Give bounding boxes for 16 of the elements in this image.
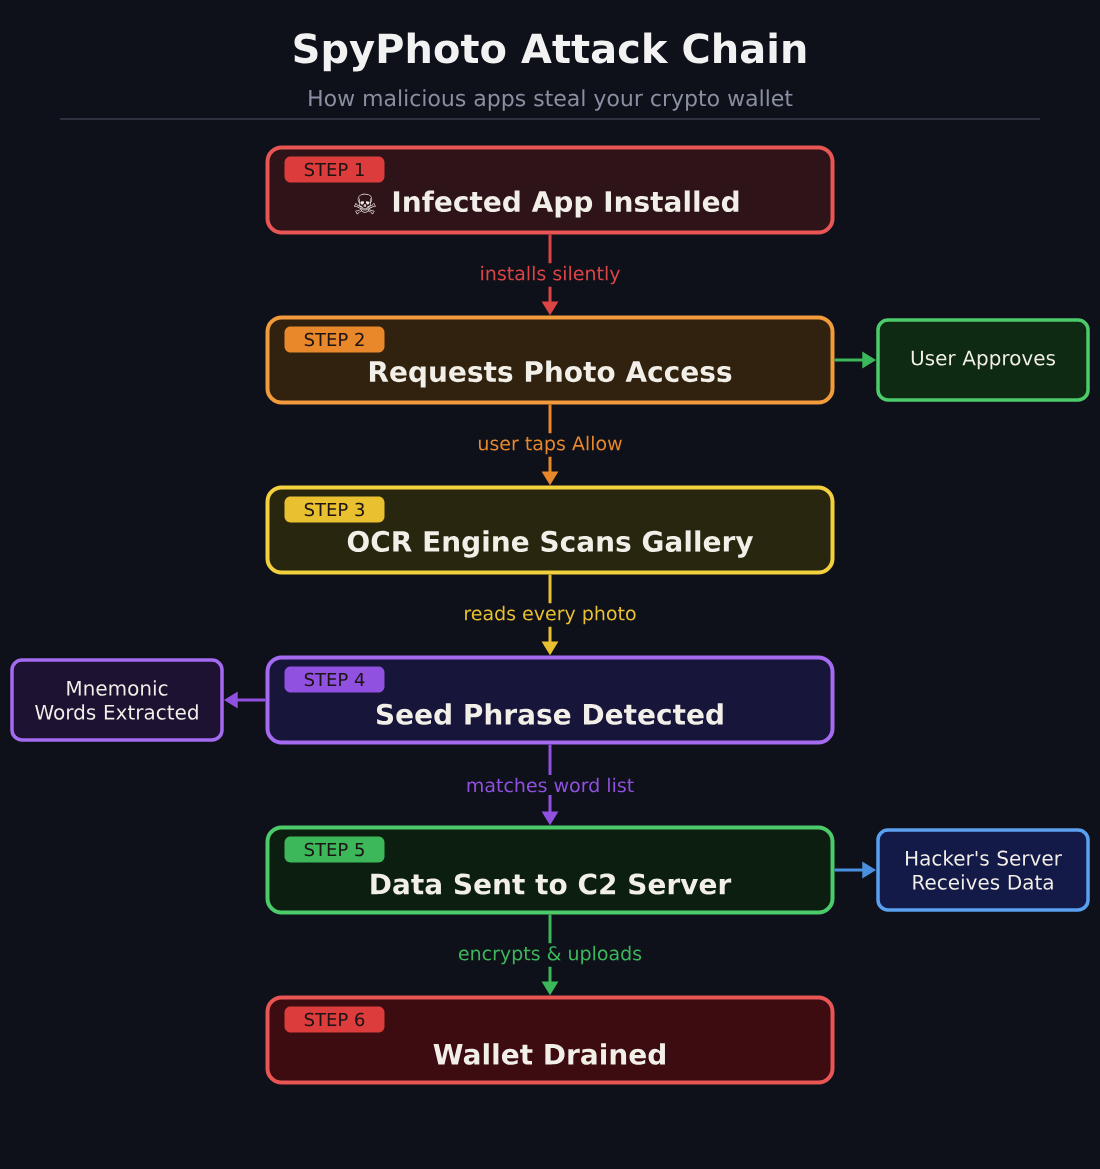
- subtitle: How malicious apps steal your crypto wallet: [309, 89, 793, 111]
- step-badge: STEP 5: [284, 836, 385, 863]
- step-badge: STEP 6: [284, 1006, 385, 1033]
- edge-label: encrypts & uploads: [455, 943, 645, 967]
- edge-label: matches word list: [463, 775, 637, 795]
- edge-label: installs silently: [476, 263, 624, 287]
- result-box: Hacker's Server Receives Data: [876, 828, 1090, 912]
- title: SpyPhoto Attack Chain: [294, 32, 806, 72]
- step-badge: STEP 3: [284, 496, 385, 523]
- edge-label: reads every photo: [460, 603, 640, 627]
- step-badge: STEP 2: [284, 326, 385, 353]
- step-badge: STEP 4: [284, 666, 385, 693]
- result-box: Mnemonic Words Extracted: [10, 658, 224, 742]
- result-box: User Approves: [876, 318, 1090, 402]
- step-badge: STEP 1: [284, 156, 385, 183]
- edge-label: user taps Allow: [474, 433, 626, 457]
